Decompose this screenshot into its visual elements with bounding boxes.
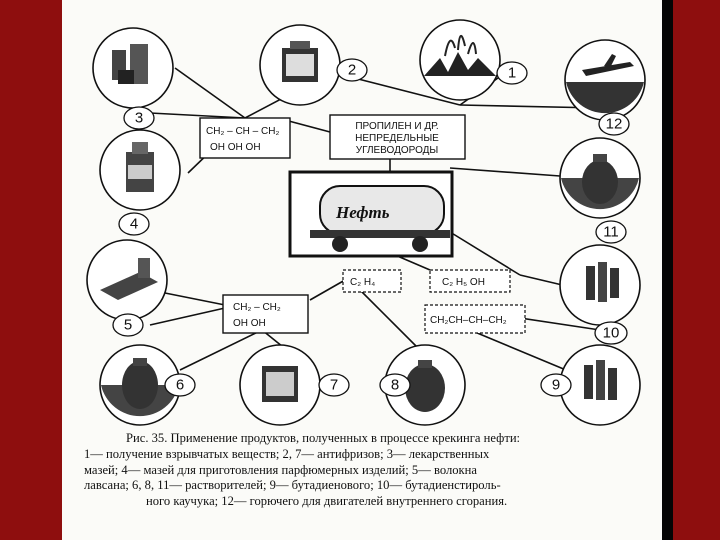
number-label-5: 5 [112,313,144,337]
node-circle-10 [559,244,641,326]
ethanol-formula: C₂ H₅ OH [442,277,485,288]
number-label-4: 4 [118,212,150,236]
number-label-11: 11 [595,220,627,244]
node-circle-8 [384,344,466,426]
black-border-bar [662,0,673,540]
node-circle-9 [559,344,641,426]
cracking-products-diagram: Нефть CH₂ – CH – CH₂ OH OH OH ПРОПИЛЕН И… [86,19,646,426]
node-circle-7 [239,344,321,426]
propylene-box: ПРОПИЛЕН И ДР. НЕПРЕДЕЛЬНЫЕ УГЛЕВОДОРОДЫ [329,114,466,160]
glycerol-formula-box: CH₂ – CH – CH₂ OH OH OH [199,117,291,159]
svg-text:4: 4 [130,216,138,233]
glycerol-formula-line2: OH OH OH [210,142,261,153]
svg-text:8: 8 [391,377,399,394]
glycol-formula-box: CH₂ – CH₂ OH OH [222,294,309,334]
figure-caption: Рис. 35. Применение продуктов, полученны… [84,431,644,510]
glycol-formula-line1: CH₂ – CH₂ [233,302,281,313]
caption-line-2: 1— получение взрывчатых веществ; 2, 7— а… [84,446,490,461]
number-label-1: 1 [496,61,528,85]
butadiene-formula: CH₂CH–CH–CH₂ [430,315,507,326]
svg-text:1: 1 [508,65,516,82]
node-circle-2 [259,24,341,106]
node-circle-6 [99,344,181,426]
propylene-line2: НЕПРЕДЕЛЬНЫЕ [355,133,439,144]
svg-text:6: 6 [176,377,184,394]
node-circle-1 [419,19,501,101]
number-label-3: 3 [123,106,155,130]
caption-line-3: мазей; 4— мазей для приготовления парфюм… [84,462,477,477]
caption-line-5: ного каучука; 12— горючего для двигателе… [146,494,508,509]
svg-text:5: 5 [124,317,132,334]
node-circle-5 [86,239,168,321]
butadiene-box: CH₂CH–CH–CH₂ [424,304,526,334]
number-label-2: 2 [336,58,368,82]
glycol-formula-line2: OH OH [233,318,266,329]
number-label-6: 6 [164,373,196,397]
svg-text:12: 12 [606,116,623,133]
number-label-8: 8 [379,373,411,397]
number-label-7: 7 [318,373,350,397]
node-circle-4 [99,129,181,211]
svg-text:7: 7 [330,377,338,394]
svg-text:9: 9 [552,377,560,394]
tank-label: Нефть [335,203,390,222]
propylene-line1: ПРОПИЛЕН И ДР. [355,121,438,132]
caption-line-1: Рис. 35. Применение продуктов, полученны… [126,431,521,445]
ethylene-box: C₂ H₄ [342,269,402,293]
svg-text:3: 3 [135,110,143,127]
svg-text:10: 10 [603,325,620,342]
node-circle-12 [564,39,646,121]
svg-text:11: 11 [603,224,619,241]
oil-tank-frame [288,170,454,258]
node-circle-11 [559,137,641,219]
number-label-12: 12 [598,112,630,136]
number-label-10: 10 [594,321,628,345]
node-circle-3 [92,27,174,109]
glycerol-formula-line1: CH₂ – CH – CH₂ [206,126,279,137]
ethylene-formula: C₂ H₄ [350,277,375,288]
ethanol-box: C₂ H₅ OH [429,269,511,293]
number-label-9: 9 [540,373,572,397]
propylene-line3: УГЛЕВОДОРОДЫ [356,145,439,156]
caption-line-4: лавсана; 6, 8, 11— растворителей; 9— бут… [84,478,501,493]
svg-text:2: 2 [348,62,356,79]
